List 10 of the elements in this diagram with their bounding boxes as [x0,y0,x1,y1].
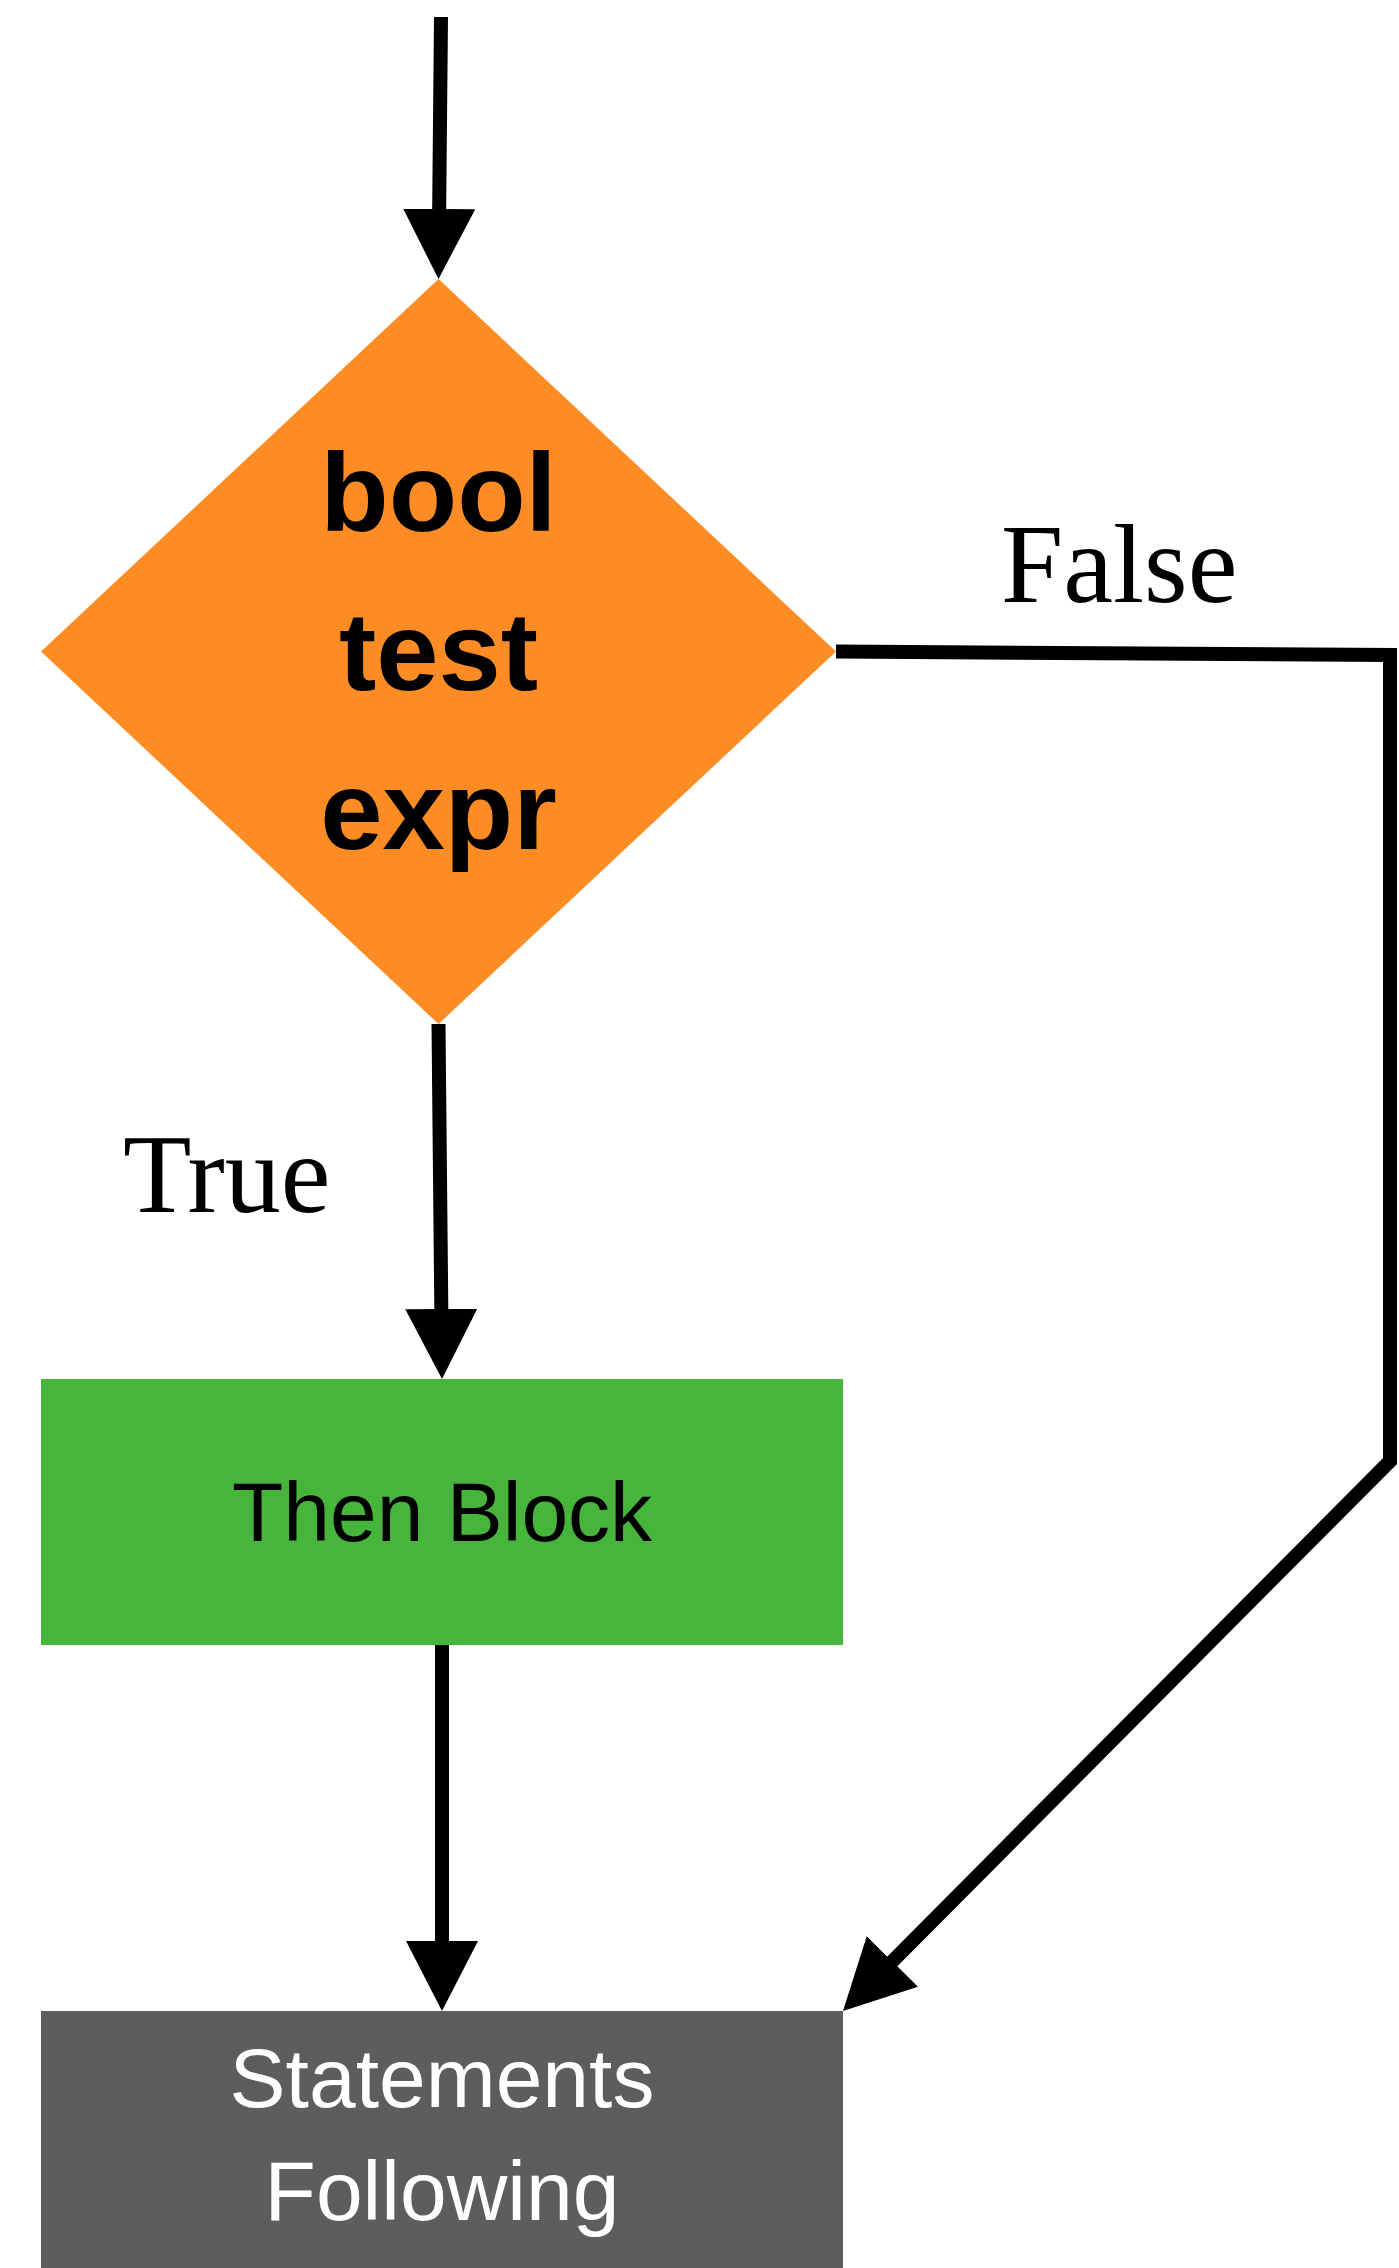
arrow [405,1023,478,1379]
arrow [835,644,1397,2011]
condition-text: bool test expr [319,429,558,875]
decision-diamond [41,279,836,1024]
process-box [41,1379,843,1645]
process-text: Then Block [231,1464,653,1561]
process-text: Statements Following [228,2029,656,2240]
process-box [41,2011,843,2268]
arrow [403,16,476,279]
arrow [406,1645,478,2011]
